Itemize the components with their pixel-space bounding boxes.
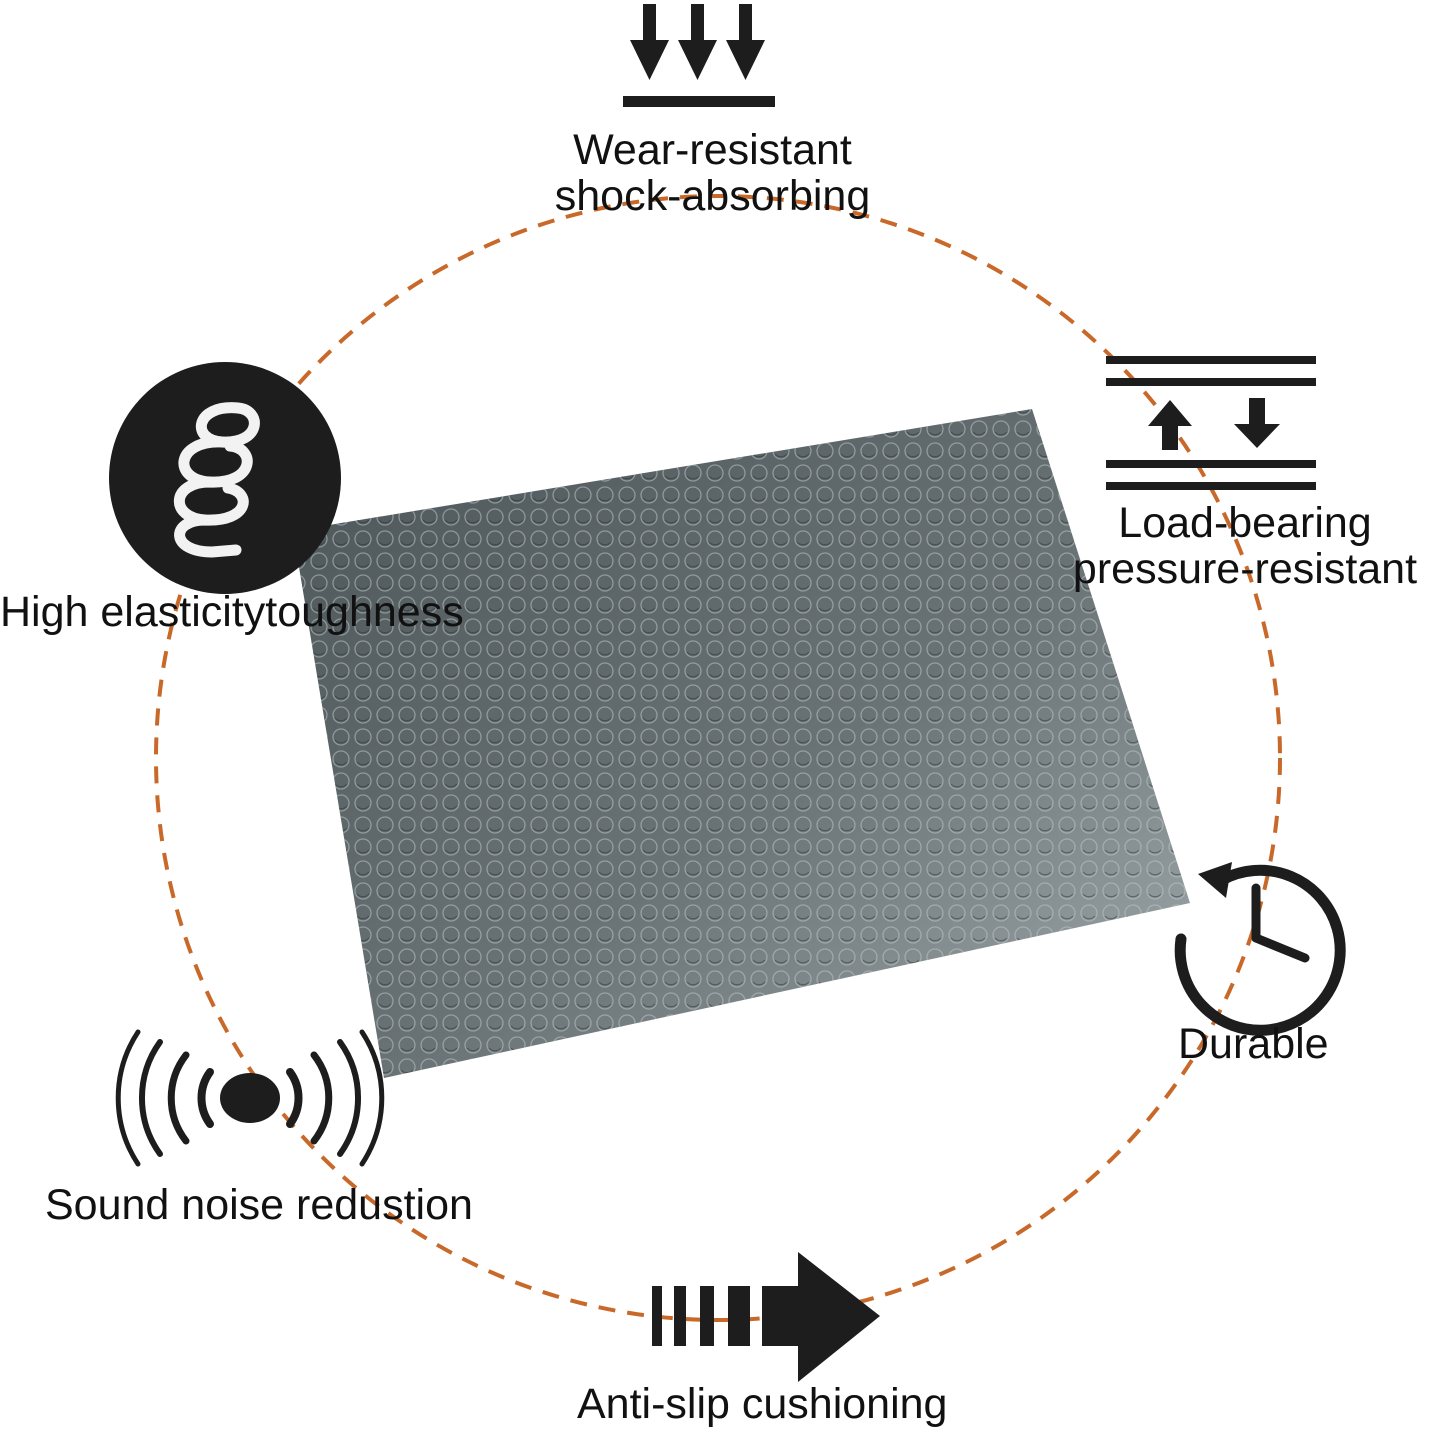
rubber-mat-image <box>293 409 1190 1078</box>
compression-plates-icon <box>1106 356 1316 490</box>
high-elasticity-label: High elasticitytoughness <box>0 588 464 636</box>
clock-history-icon <box>1174 862 1346 1036</box>
sound-waves-icon <box>115 1029 385 1167</box>
load-bearing-line1: Load-bearing <box>1118 499 1372 547</box>
load-bearing-label: Load-bearing pressure-resistant <box>1045 500 1445 592</box>
wear-resistant-line2: shock-absorbing <box>554 172 871 220</box>
durable-label: Durable <box>1178 1020 1329 1068</box>
three-down-arrows-icon <box>623 4 775 107</box>
sound-noise-label: Sound noise redustion <box>45 1181 473 1229</box>
dashed-ring <box>154 194 1282 1322</box>
load-bearing-line2: pressure-resistant <box>1072 545 1418 593</box>
wear-resistant-label: Wear-resistant shock-absorbing <box>525 127 900 219</box>
anti-slip-label: Anti-slip cushioning <box>577 1380 948 1428</box>
spring-coil-icon <box>109 362 341 594</box>
fast-arrow-icon <box>652 1252 880 1382</box>
wear-resistant-line1: Wear-resistant <box>573 126 852 174</box>
